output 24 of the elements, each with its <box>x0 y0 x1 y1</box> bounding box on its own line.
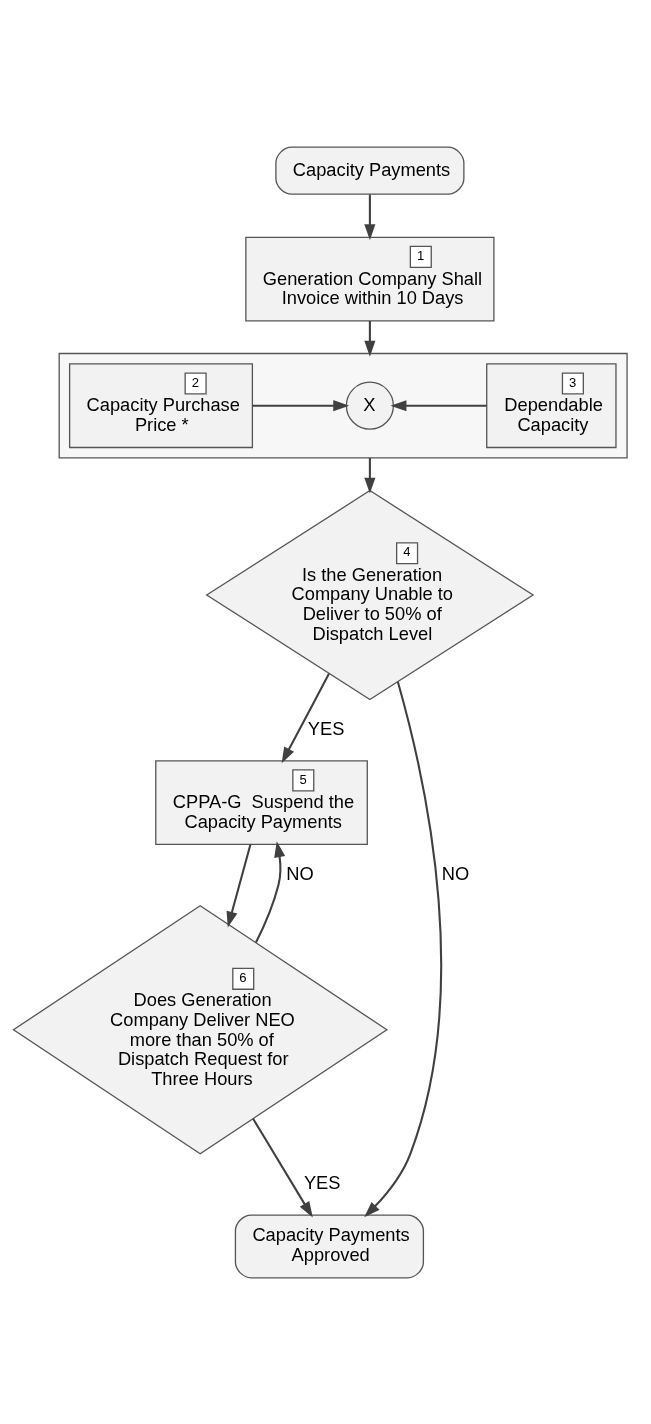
arrow <box>255 840 286 943</box>
node-box: 1 Generation Company Shall Invoice within 10 Days <box>245 236 495 321</box>
edge-label: YES <box>303 1171 341 1193</box>
node-diamond: 6 Does Generation Company Deliver NEO more than 50% of Dispatch Request for Three Hours <box>12 904 389 1155</box>
cluster <box>58 352 628 459</box>
node-box: 3 Dependable Capacity <box>486 362 617 448</box>
edge-label: NO <box>441 862 470 884</box>
arrow <box>364 320 376 357</box>
node-box: 5 CPPA-G Suspend the Capacity Payments <box>155 759 368 845</box>
node-box: 2 Capacity Purchase Price * <box>68 362 254 448</box>
arrow <box>226 843 252 928</box>
node-diamond: 4 Is the Generation Company Unable to Deliver to 50% of Dispatch Level <box>205 489 535 700</box>
arrow <box>364 680 442 1217</box>
arrow <box>364 457 376 494</box>
arrow <box>252 1117 313 1218</box>
edge-label: YES <box>307 717 345 739</box>
node-box: Capacity Payments <box>275 146 465 195</box>
arrow <box>252 399 350 411</box>
arrow <box>281 672 330 763</box>
node-circle: X <box>345 381 395 430</box>
node-box: Capacity Payments Approved <box>234 1213 425 1278</box>
arrow <box>390 399 487 411</box>
edge-label: NO <box>286 862 314 884</box>
arrow <box>364 193 376 240</box>
